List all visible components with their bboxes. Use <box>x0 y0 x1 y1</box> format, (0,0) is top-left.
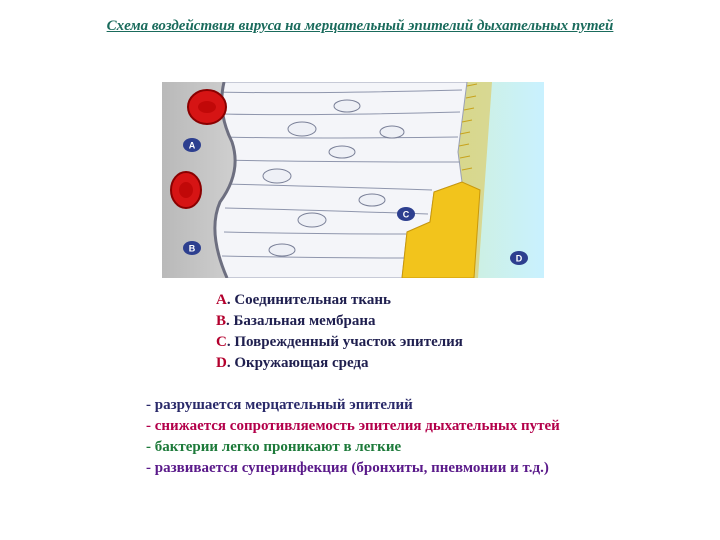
marker-d: D <box>510 251 528 265</box>
list-item: - развивается суперинфекция (бронхиты, п… <box>146 460 549 476</box>
cell-boundaries <box>216 89 463 259</box>
marker-b: B <box>183 241 201 255</box>
list-item: - разрушается мерцательный эпителий <box>146 397 413 413</box>
marker-d-label: D <box>516 254 523 264</box>
legend-item-c: C. Поврежденный участок эпителия <box>216 332 463 353</box>
legend-key: D <box>216 355 227 371</box>
consequences-list: - разрушается мерцательный эпителий - сн… <box>146 395 560 479</box>
legend-key: A <box>216 292 227 308</box>
marker-a: A <box>183 138 201 152</box>
legend-text: . Поврежденный участок эпителия <box>226 334 463 350</box>
list-item: - снижается сопротивляемость эпителия ды… <box>146 418 560 434</box>
page-title: Схема воздействия вируса на мерцательный… <box>106 18 614 34</box>
legend-item-d: D. Окружающая среда <box>216 353 463 374</box>
legend-item-b: B. Базальная мембрана <box>216 311 463 332</box>
legend: A. Соединительная ткань B. Базальная мем… <box>216 290 463 374</box>
damaged-area <box>401 181 481 278</box>
legend-key: B <box>216 313 227 329</box>
marker-b-label: B <box>189 244 196 254</box>
legend-key: C <box>216 334 227 350</box>
marker-c: C <box>397 207 415 221</box>
epithelium-diagram: A B C D <box>162 82 544 278</box>
cilia <box>458 83 478 171</box>
cell-nuclei <box>262 99 405 257</box>
legend-text: . Соединительная ткань <box>226 292 391 308</box>
blood-cells <box>170 89 227 209</box>
legend-text: . Окружающая среда <box>226 355 369 371</box>
marker-c-label: C <box>403 210 410 220</box>
marker-a-label: A <box>189 141 196 151</box>
legend-item-a: A. Соединительная ткань <box>216 290 463 311</box>
legend-text: . Базальная мембрана <box>226 313 376 329</box>
list-item: - бактерии легко проникают в легкие <box>146 439 402 455</box>
